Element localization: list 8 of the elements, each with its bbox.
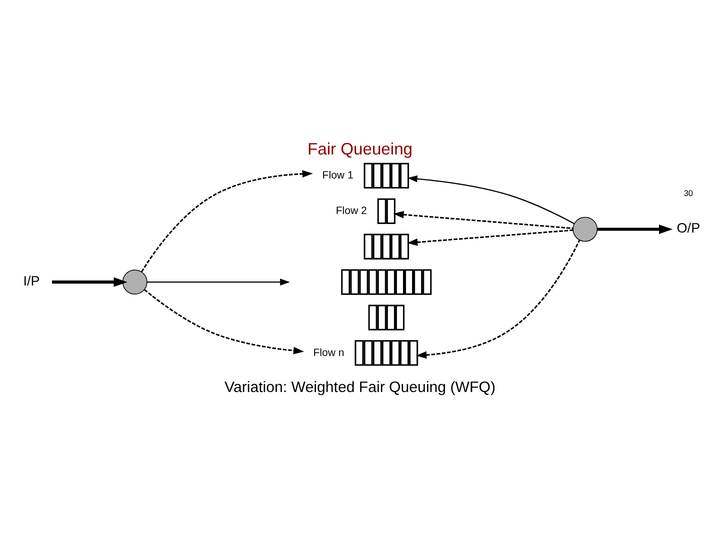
node-label: Flow n	[313, 346, 344, 359]
diagram-title: Fair Queueing	[307, 139, 413, 158]
label: 30	[684, 188, 694, 198]
caption: Variation: Weighted Fair Queuing (WFQ)	[224, 379, 496, 396]
node-label: Flow 2	[336, 204, 367, 217]
node-text: O/P	[676, 220, 700, 236]
node-text: I/P	[23, 273, 40, 288]
node-label: Flow 1	[322, 170, 354, 182]
